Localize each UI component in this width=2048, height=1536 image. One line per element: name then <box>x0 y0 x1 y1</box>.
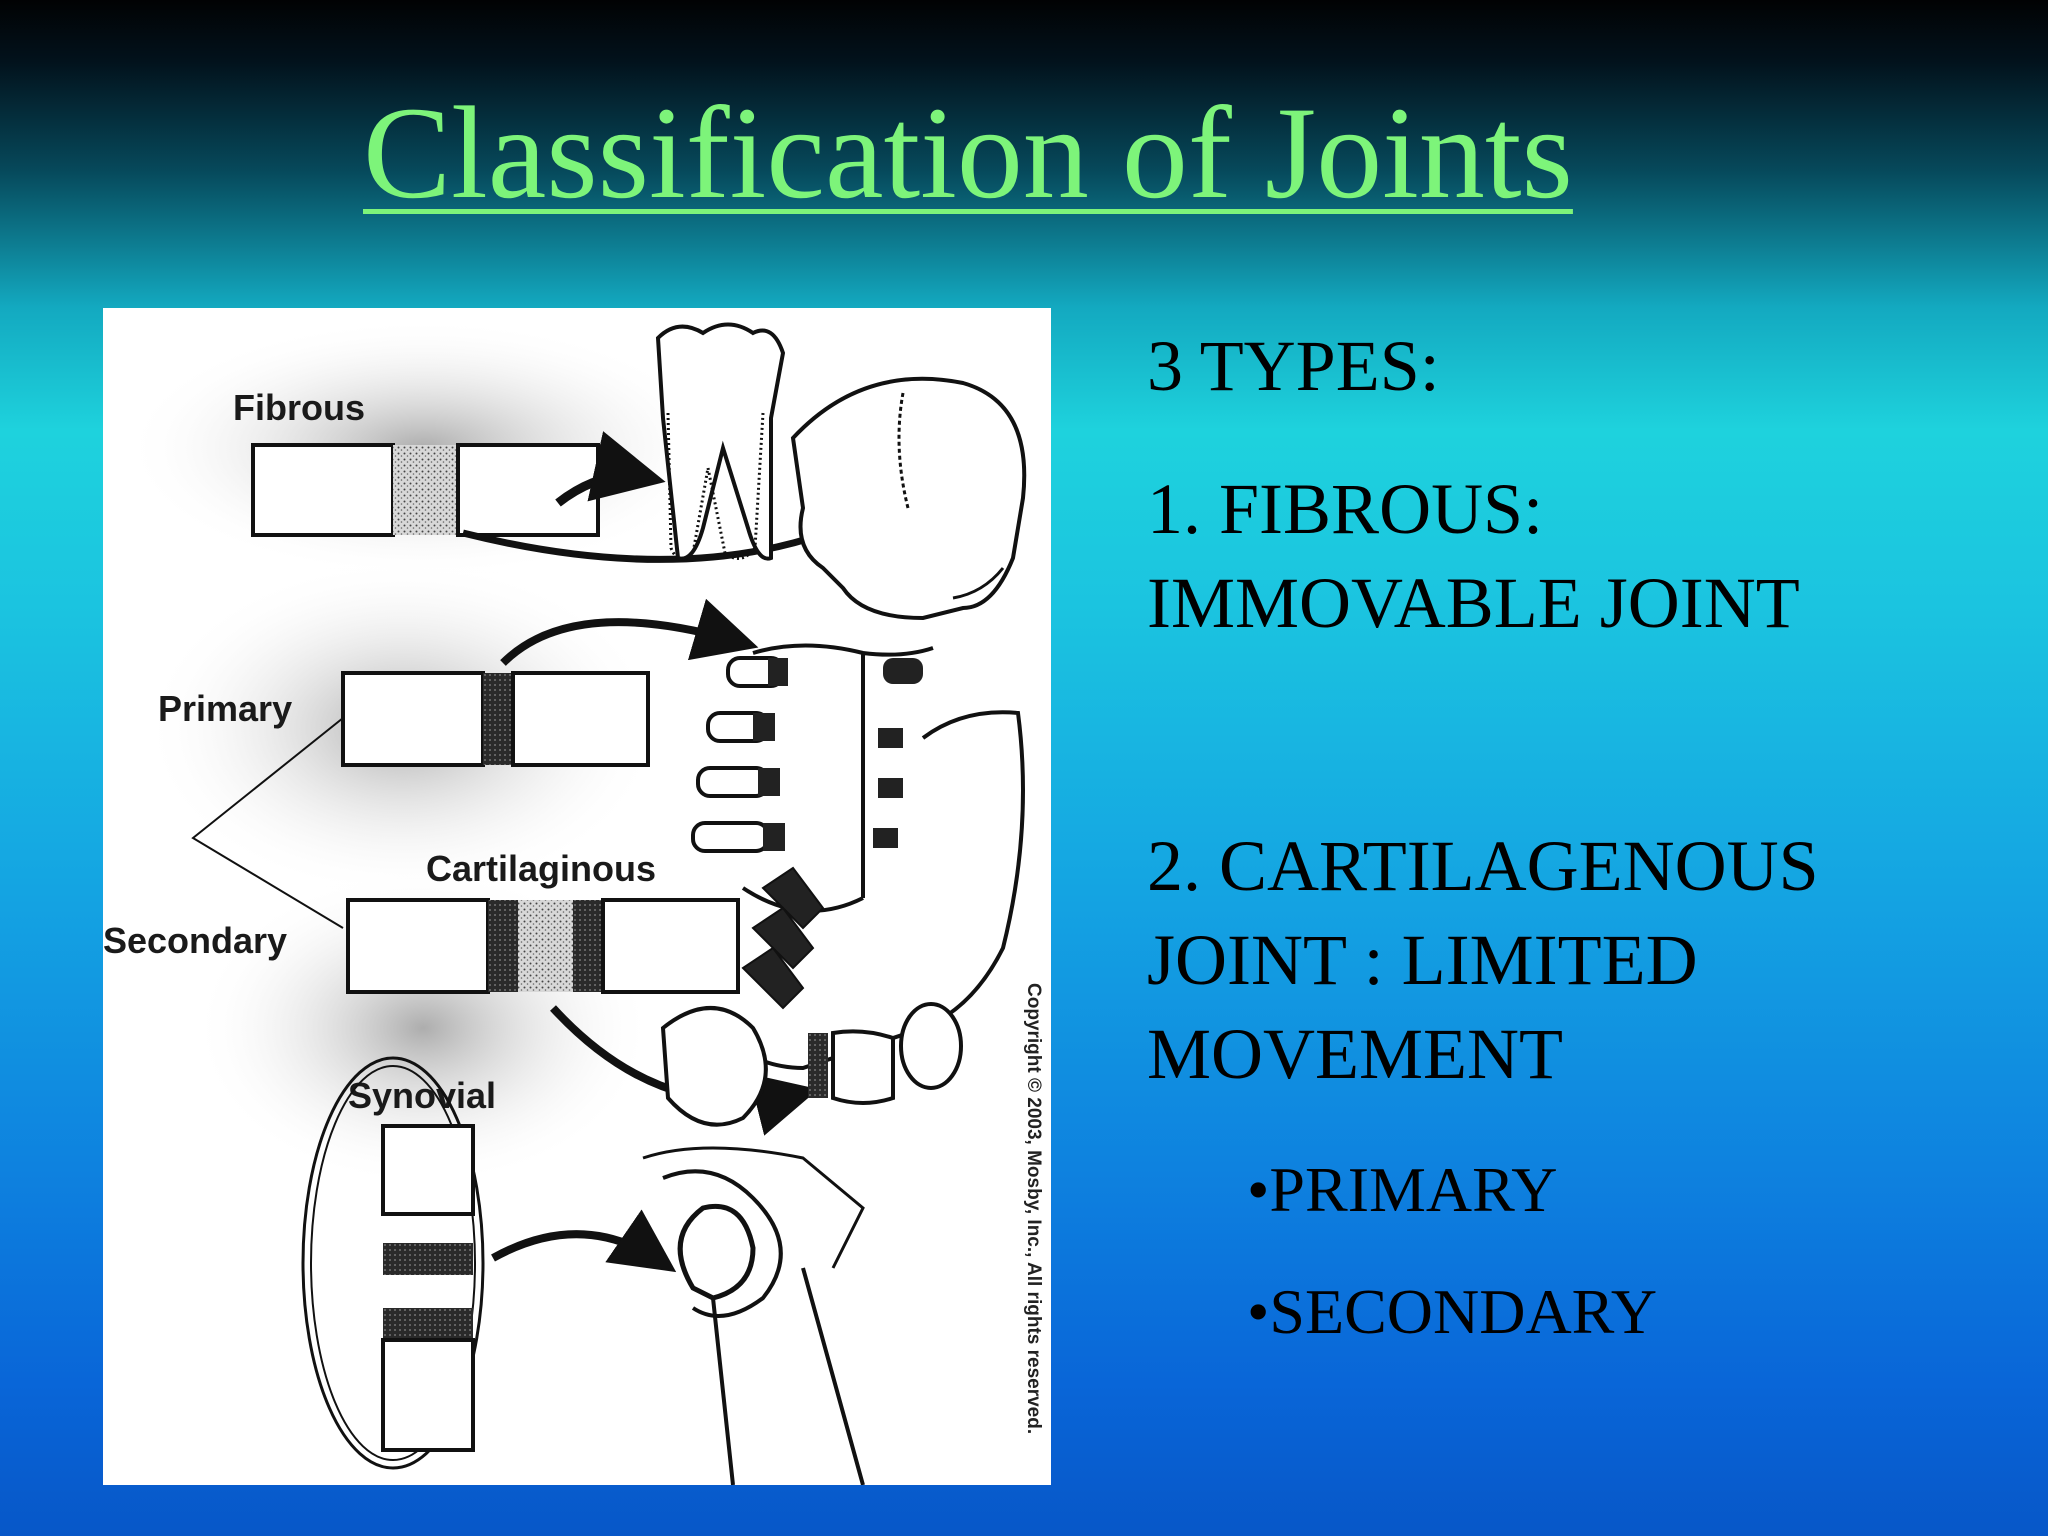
hyaline-cartilage <box>483 673 513 765</box>
pelvis-drawing <box>711 710 1025 1071</box>
joint-capsule <box>301 1056 485 1470</box>
vertebrae-drawing <box>741 866 825 1010</box>
fibrocartilage <box>518 900 573 992</box>
fibrous-line-2: IMMOVABLE JOINT <box>1147 563 1800 643</box>
fibrous-line-1: 1. FIBROUS: <box>1147 469 1544 549</box>
femur-shaft <box>711 1267 865 1485</box>
label-synovial: Synovial <box>348 1075 496 1116</box>
arrow-to-ribs <box>500 598 759 666</box>
label-cartilaginous: Cartilaginous <box>426 848 656 889</box>
slide-title: Classification of Joints <box>363 79 1573 226</box>
femoral-head <box>677 1203 756 1301</box>
bone-block <box>251 443 395 537</box>
types-heading: 3 TYPES: <box>1147 326 1440 406</box>
sternum-drawing <box>752 643 934 898</box>
bracket-lines <box>191 717 344 929</box>
tooth-drawing <box>655 322 786 561</box>
bone-block <box>346 898 490 994</box>
arrow-to-tooth <box>555 431 666 507</box>
tooth-root <box>666 412 765 560</box>
joint-diagram: Fibrous Primary <box>103 318 1044 1485</box>
cartilagenous-line-3: MOVEMENT <box>1147 1014 1563 1094</box>
label-fibrous: Fibrous <box>233 387 365 428</box>
hyaline-cartilage <box>573 900 603 992</box>
bone-block <box>381 1338 475 1452</box>
joint-classification-figure: Fibrous Primary <box>103 308 1051 1485</box>
label-primary: Primary <box>158 688 292 729</box>
articular-cartilage <box>383 1243 473 1275</box>
label-secondary: Secondary <box>103 920 287 961</box>
bullet-secondary: •SECONDARY <box>1247 1276 1658 1347</box>
articular-cartilage <box>383 1308 473 1340</box>
pelvis-bone <box>660 1006 768 1127</box>
joint-capsule-inner <box>310 1065 476 1461</box>
figure-copyright: Copyright © 2003, Mosby, Inc., All right… <box>1023 983 1044 1434</box>
bone-block <box>341 671 485 767</box>
hyaline-cartilage <box>488 900 518 992</box>
arrow-to-hip <box>491 1209 677 1273</box>
pubic-bone <box>831 1029 895 1105</box>
bone-block <box>601 898 740 994</box>
pubic-symphysis <box>808 1033 828 1098</box>
bone-block <box>381 1124 475 1216</box>
fibrous-tissue <box>393 445 458 535</box>
cartilagenous-line-2: JOINT : LIMITED <box>1147 920 1698 1000</box>
skull-jaw <box>952 567 1005 600</box>
bullet-primary: •PRIMARY <box>1247 1154 1558 1225</box>
cartilagenous-line-1: 2. CARTILAGENOUS <box>1147 826 1819 906</box>
acetabulum-drawing <box>662 1169 783 1318</box>
hip-outline <box>642 1146 865 1269</box>
obturator-foramen <box>899 1002 963 1090</box>
rib-cartilages <box>691 656 923 853</box>
bone-block <box>511 671 650 767</box>
skull-suture <box>897 392 910 509</box>
skull-drawing <box>790 376 1027 621</box>
